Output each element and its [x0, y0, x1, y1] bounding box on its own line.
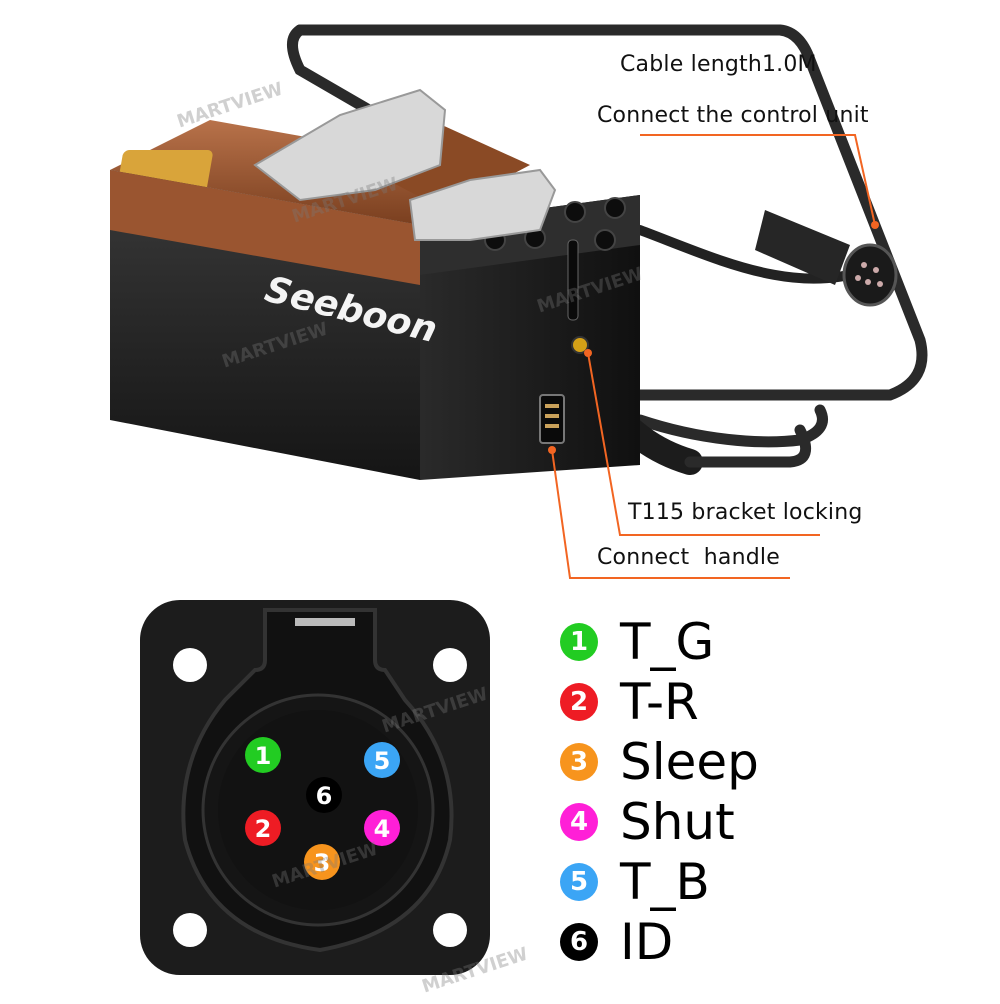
legend-item: 3 Sleep [560, 732, 980, 792]
pin-2: 2 [245, 810, 281, 846]
pin-4-label: Shut [620, 793, 735, 851]
pin-5-label: T_B [620, 853, 710, 911]
pin-6: 6 [306, 777, 342, 813]
svg-text:6: 6 [316, 782, 333, 810]
pin-4: 4 [364, 810, 400, 846]
pin-1-label: T_G [620, 613, 715, 671]
legend-item: 6 ID [560, 912, 980, 972]
tip-bracket [253, 88, 557, 241]
svg-text:3: 3 [314, 849, 331, 877]
pin-2-label: T-R [620, 673, 699, 731]
callout-lines [551, 134, 876, 579]
svg-text:5: 5 [374, 747, 391, 775]
callout-dot [548, 446, 556, 454]
pin-3-badge: 3 [560, 743, 598, 781]
pin-4-badge: 4 [560, 803, 598, 841]
pin-5-badge: 5 [560, 863, 598, 901]
pin-3-label: Sleep [620, 733, 759, 791]
pin-5: 5 [364, 742, 400, 778]
legend-item: 4 Shut [560, 792, 980, 852]
bracket-locking-label: T115 bracket locking [628, 500, 863, 525]
pin-6-label: ID [620, 913, 674, 971]
pin-1-badge: 1 [560, 623, 598, 661]
legend-item: 2 T-R [560, 672, 980, 732]
pin-3: 3 [304, 844, 340, 880]
callout-dot [871, 221, 879, 229]
svg-text:4: 4 [374, 815, 391, 843]
connect-control-unit-label: Connect the control unit [597, 103, 869, 128]
pin-2-badge: 2 [560, 683, 598, 721]
control-unit-plug [755, 210, 898, 307]
legend-item: 5 T_B [560, 852, 980, 912]
svg-text:2: 2 [255, 815, 272, 843]
pin-legend: 1 T_G 2 T-R 3 Sleep 4 Shut 5 T_B 6 ID [560, 612, 980, 972]
pin-6-badge: 6 [560, 923, 598, 961]
pin-1: 1 [245, 737, 281, 773]
svg-text:1: 1 [255, 742, 272, 770]
connect-handle-label: Connect handle [597, 545, 780, 570]
callout-dot [584, 349, 592, 357]
cable-length-label: Cable length1.0M [620, 52, 817, 77]
legend-item: 1 T_G [560, 612, 980, 672]
